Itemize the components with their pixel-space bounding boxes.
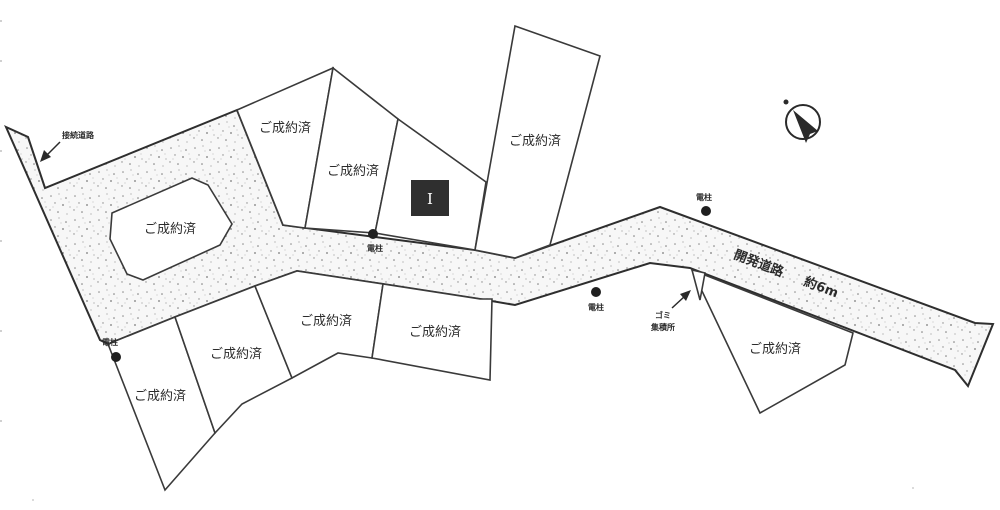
available-lot-marker[interactable]: I: [411, 180, 449, 216]
lot-island[interactable]: [109, 177, 233, 281]
utility-pole: 電柱: [588, 287, 604, 312]
utility-pole-icon: [111, 352, 121, 362]
lot-north-4[interactable]: [474, 24, 601, 259]
garbage-arrow: [671, 295, 686, 309]
connecting-road-arrow: [46, 141, 61, 156]
lot-label: ご成約済: [409, 324, 461, 340]
lot-label: ご成約済: [327, 163, 379, 179]
arrow-head-icon: [40, 150, 51, 162]
utility-pole: 電柱: [367, 229, 383, 253]
utility-pole-icon: [591, 287, 601, 297]
garbage-area: [690, 268, 706, 301]
available-lot-number: I: [427, 190, 433, 208]
lot-label: ご成約済: [749, 341, 801, 357]
utility-pole: 電柱: [102, 337, 121, 362]
scan-speck: [912, 487, 914, 489]
lot-south-2[interactable]: [173, 284, 294, 435]
lot-label: ご成約済: [210, 346, 262, 362]
scan-speck: [32, 499, 34, 501]
utility-pole-label: 電柱: [367, 243, 383, 253]
connecting-road-label: 接続道路: [62, 130, 95, 140]
lot-label: ご成約済: [259, 120, 311, 136]
lot-east[interactable]: [690, 268, 854, 415]
utility-pole: 電柱: [696, 192, 712, 216]
utility-pole-label: 電柱: [696, 192, 712, 202]
north-arrow-icon: [783, 99, 821, 143]
lot-label: ご成約済: [134, 388, 186, 404]
lot-label: ご成約済: [144, 221, 196, 237]
scan-edge: [0, 20, 2, 422]
utility-pole-label: 電柱: [588, 302, 604, 312]
utility-pole-label: 電柱: [102, 337, 118, 347]
garbage-label-line1: ゴミ: [655, 310, 671, 320]
garbage-label-line2: 集積所: [650, 322, 675, 332]
lot-label: ご成約済: [300, 313, 352, 329]
utility-pole-icon: [701, 206, 711, 216]
lot-label: ご成約済: [509, 133, 561, 149]
arrow-head-icon: [680, 290, 691, 301]
utility-pole-icon: [368, 229, 378, 239]
lot-south-4[interactable]: [371, 283, 493, 381]
